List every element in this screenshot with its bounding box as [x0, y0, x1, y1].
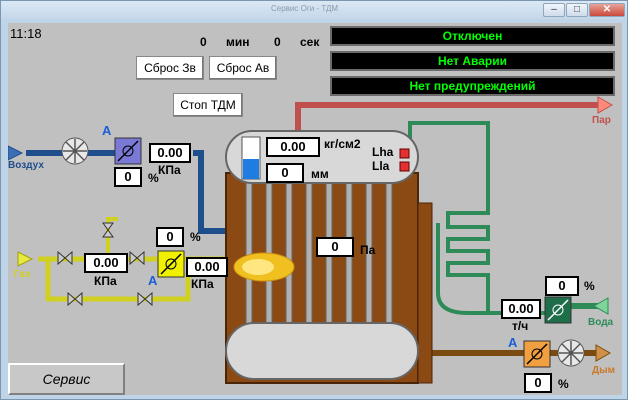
- air-auto-indicator: A: [102, 123, 112, 138]
- furnace-chimney: [417, 202, 433, 384]
- close-button[interactable]: ✕: [589, 3, 625, 17]
- smoke-fan-icon: [557, 339, 585, 367]
- water-arrow-icon: [592, 297, 609, 315]
- steam-arrow-icon: [597, 96, 614, 114]
- timer-min-label: мин: [226, 35, 250, 49]
- drum-pressure-value: 0.00: [266, 137, 320, 157]
- lha-alarm-lamp: [399, 148, 410, 159]
- gas-arrow-icon: [17, 251, 34, 267]
- clock: 11:18: [10, 26, 42, 41]
- smoke-damper-icon: [523, 340, 551, 368]
- mnemonic-panel: 11:18 0 мин 0 сек Сброс Зв Сброс Ав Стоп…: [8, 23, 622, 395]
- flame-core: [242, 259, 274, 275]
- gas-bleed-valve-icon: [102, 222, 114, 238]
- furnace-pressure-value: 0: [316, 237, 354, 257]
- service-button[interactable]: Сервис: [8, 363, 125, 395]
- air-arrow-icon: [8, 145, 24, 161]
- water-valve-percent[interactable]: 0: [545, 276, 579, 296]
- minimize-button[interactable]: –: [543, 3, 565, 17]
- gas-auto-indicator: A: [148, 273, 158, 288]
- level-gauge-fill: [243, 159, 259, 179]
- gas-percent-unit: %: [190, 230, 201, 244]
- steam-label: Пар: [592, 115, 611, 126]
- air-percent-unit: %: [148, 171, 159, 185]
- water-flow-value: 0.00: [501, 299, 541, 319]
- gas-control-valve-icon: [157, 250, 185, 278]
- minimize-icon: –: [551, 4, 557, 15]
- air-pipe: [26, 150, 226, 234]
- water-pipe-coil: [408, 121, 490, 313]
- smoke-label: Дым: [592, 365, 616, 376]
- air-damper-icon: [114, 137, 142, 165]
- gas-pressure2-value: 0.00: [186, 257, 228, 277]
- smoke-auto-indicator: A: [508, 335, 518, 350]
- lla-label: Lla: [372, 159, 390, 173]
- drum-pressure-unit: кг/см2: [324, 137, 361, 151]
- warning-status: Нет предупреждений: [330, 76, 615, 96]
- window-title: Сервис Оги - ТДМ: [271, 4, 339, 13]
- timer-min-value: 0: [200, 35, 207, 49]
- gas-label: Газ: [14, 269, 31, 280]
- gas-valve-3-icon: [67, 291, 83, 307]
- water-flow-unit: т/ч: [512, 319, 529, 333]
- lha-label: Lha: [372, 145, 394, 159]
- gas-valve-4-icon: [137, 291, 153, 307]
- drum-level-unit: мм: [311, 167, 329, 181]
- maximize-icon: □: [573, 4, 581, 15]
- steam-pipe: [295, 102, 598, 131]
- gas-pressure1-unit: КПа: [94, 274, 117, 288]
- air-valve-percent[interactable]: 0: [114, 167, 142, 187]
- gas-pressure2-unit: КПа: [191, 277, 214, 291]
- drum-level-value: 0: [266, 163, 304, 183]
- gas-valve-percent[interactable]: 0: [156, 227, 184, 247]
- maximize-button[interactable]: □: [566, 3, 588, 17]
- timer-sec-value: 0: [274, 35, 281, 49]
- air-pressure-unit: КПа: [158, 163, 181, 177]
- smoke-percent-unit: %: [558, 377, 569, 391]
- furnace-pressure-unit: Па: [360, 243, 376, 257]
- title-bar: Сервис Оги - ТДМ – □ ✕: [1, 1, 627, 19]
- alarm-status: Нет Аварии: [330, 51, 615, 71]
- lower-drum: [225, 322, 419, 380]
- mode-status: Отключен: [330, 26, 615, 46]
- reset-alarm-button[interactable]: Сброс Ав: [209, 56, 277, 80]
- air-fan-icon: [61, 137, 89, 165]
- lla-alarm-lamp: [399, 161, 410, 172]
- timer-sec-label: сек: [300, 35, 320, 49]
- gas-bleed-pipe: [106, 217, 118, 259]
- water-control-valve-icon: [544, 296, 572, 324]
- water-percent-unit: %: [584, 279, 595, 293]
- air-label: Воздух: [8, 160, 44, 171]
- water-inlet-pipe: [436, 223, 548, 315]
- gas-valve-2-icon: [129, 250, 145, 266]
- gas-pressure1-value: 0.00: [84, 253, 128, 273]
- water-label: Вода: [588, 317, 614, 328]
- close-icon: ✕: [602, 4, 612, 15]
- gas-valve-1-icon: [57, 250, 73, 266]
- smoke-arrow-icon: [595, 344, 612, 362]
- stop-tdm-button[interactable]: Стоп ТДМ: [173, 93, 243, 117]
- smoke-valve-percent[interactable]: 0: [524, 373, 552, 393]
- reset-sound-button[interactable]: Сброс Зв: [136, 56, 204, 80]
- air-pressure-value: 0.00: [149, 143, 191, 163]
